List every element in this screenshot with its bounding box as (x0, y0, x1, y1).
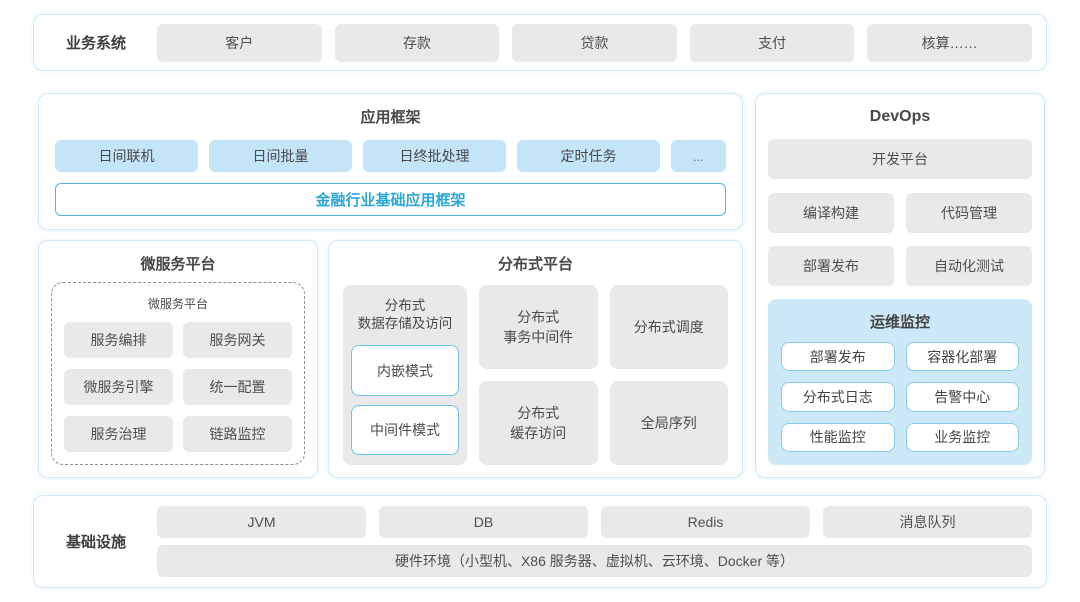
devops-panel: DevOps 开发平台 编译构建 代码管理 部署发布 自动化测试 运维监控 部署… (755, 93, 1045, 478)
ms-item-governance[interactable]: 服务治理 (64, 416, 173, 452)
ms-item-engine[interactable]: 微服务引擎 (64, 369, 173, 405)
af-item-scheduled-task[interactable]: 定时任务 (517, 140, 660, 173)
microservice-title: 微服务平台 (140, 256, 216, 273)
microservice-inner-box: 微服务平台 服务编排 服务网关 微服务引擎 统一配置 服务治理 链路监控 (51, 282, 305, 465)
microservice-inner-title: 微服务平台 (147, 297, 208, 311)
dist-item-transaction-middleware[interactable]: 分布式 事务中间件 (479, 285, 598, 369)
dist-item-scheduling[interactable]: 分布式调度 (609, 285, 728, 369)
ms-item-gateway[interactable]: 服务网关 (183, 322, 292, 358)
base-framework-bar[interactable]: 金融行业基础应用框架 (55, 183, 726, 216)
infrastructure-content: JVM DB Redis 消息队列 硬件环境（小型机、X86 服务器、虚拟机、云… (157, 506, 1032, 577)
monitor-item-performance-monitoring[interactable]: 性能监控 (781, 422, 895, 452)
business-item-accounting[interactable]: 核算…… (867, 23, 1032, 62)
microservice-grid: 服务编排 服务网关 微服务引擎 统一配置 服务治理 链路监控 (64, 322, 292, 452)
infra-item-jvm[interactable]: JVM (157, 506, 366, 538)
business-item-deposit[interactable]: 存款 (334, 23, 500, 62)
devops-title: DevOps (869, 108, 931, 125)
dist-item-global-sequence[interactable]: 全局序列 (609, 381, 728, 465)
distributed-title: 分布式平台 (497, 256, 573, 273)
monitor-item-distributed-log[interactable]: 分布式日志 (781, 382, 895, 412)
infra-item-db[interactable]: DB (379, 506, 588, 538)
app-framework-panel: 应用框架 日间联机 日间批量 日终批处理 定时任务 ... 金融行业基础应用框架 (38, 93, 743, 230)
storage-mode-middleware[interactable]: 中间件模式 (351, 404, 459, 455)
infrastructure-row: JVM DB Redis 消息队列 (157, 506, 1032, 538)
af-item-daytime-batch[interactable]: 日间批量 (209, 140, 352, 173)
ops-monitoring-panel: 运维监控 部署发布 容器化部署 分布式日志 告警中心 性能监控 业务监控 (768, 299, 1032, 465)
app-framework-title: 应用框架 (360, 109, 421, 126)
devops-dev-platform[interactable]: 开发平台 (768, 139, 1032, 179)
devops-grid: 编译构建 代码管理 部署发布 自动化测试 (768, 193, 1032, 286)
business-systems-label: 业务系统 (65, 35, 126, 52)
middle-area: 应用框架 日间联机 日间批量 日终批处理 定时任务 ... 金融行业基础应用框架… (38, 93, 1047, 478)
devops-item-code-management[interactable]: 代码管理 (906, 193, 1032, 233)
infrastructure-panel: 基础设施 JVM DB Redis 消息队列 硬件环境（小型机、X86 服务器、… (33, 495, 1047, 588)
distributed-grid: 分布式 数据存储及访问 内嵌模式 中间件模式 分布式 事务中间件 分布式调度 分… (343, 285, 728, 465)
monitor-item-containerized-deploy[interactable]: 容器化部署 (905, 342, 1019, 372)
af-item-daytime-online[interactable]: 日间联机 (55, 140, 198, 173)
platforms-row: 微服务平台 微服务平台 服务编排 服务网关 微服务引擎 统一配置 服务治理 链路… (38, 240, 743, 478)
hardware-environment-bar[interactable]: 硬件环境（小型机、X86 服务器、虚拟机、云环境、Docker 等） (157, 545, 1032, 577)
business-item-loan[interactable]: 贷款 (512, 23, 677, 62)
devops-item-deploy-release[interactable]: 部署发布 (768, 246, 894, 286)
dist-item-cache-access[interactable]: 分布式 缓存访问 (479, 381, 598, 465)
af-item-more[interactable]: ... (671, 140, 726, 173)
monitor-item-alert-center[interactable]: 告警中心 (905, 382, 1019, 412)
business-systems-panel: 业务系统 客户 存款 贷款 支付 核算…… (33, 14, 1047, 71)
devops-item-automated-testing[interactable]: 自动化测试 (906, 246, 1032, 286)
microservice-panel: 微服务平台 微服务平台 服务编排 服务网关 微服务引擎 统一配置 服务治理 链路… (38, 240, 318, 478)
distributed-storage-label: 分布式 数据存储及访问 (357, 298, 453, 332)
left-column: 应用框架 日间联机 日间批量 日终批处理 定时任务 ... 金融行业基础应用框架… (38, 93, 743, 478)
business-item-payment[interactable]: 支付 (689, 23, 855, 62)
ms-item-orchestration[interactable]: 服务编排 (64, 322, 173, 358)
storage-mode-embedded[interactable]: 内嵌模式 (351, 345, 459, 396)
monitor-item-business-monitoring[interactable]: 业务监控 (905, 422, 1019, 452)
ops-monitoring-title: 运维监控 (869, 314, 930, 331)
infra-item-message-queue[interactable]: 消息队列 (823, 506, 1032, 538)
distributed-storage-box: 分布式 数据存储及访问 内嵌模式 中间件模式 (343, 285, 467, 465)
distributed-panel: 分布式平台 分布式 数据存储及访问 内嵌模式 中间件模式 分布式 事务中间件 分… (328, 240, 743, 478)
ops-monitoring-grid: 部署发布 容器化部署 分布式日志 告警中心 性能监控 业务监控 (781, 342, 1019, 452)
business-item-customer[interactable]: 客户 (157, 23, 322, 62)
monitor-item-deploy-release[interactable]: 部署发布 (781, 342, 895, 372)
af-item-dayend-batch[interactable]: 日终批处理 (363, 140, 506, 173)
infra-item-redis[interactable]: Redis (601, 506, 810, 538)
infrastructure-label: 基础设施 (65, 534, 126, 551)
ms-item-config[interactable]: 统一配置 (183, 369, 292, 405)
devops-item-build[interactable]: 编译构建 (768, 193, 894, 233)
ms-item-tracing[interactable]: 链路监控 (183, 416, 292, 452)
app-framework-row: 日间联机 日间批量 日终批处理 定时任务 ... (55, 140, 726, 173)
